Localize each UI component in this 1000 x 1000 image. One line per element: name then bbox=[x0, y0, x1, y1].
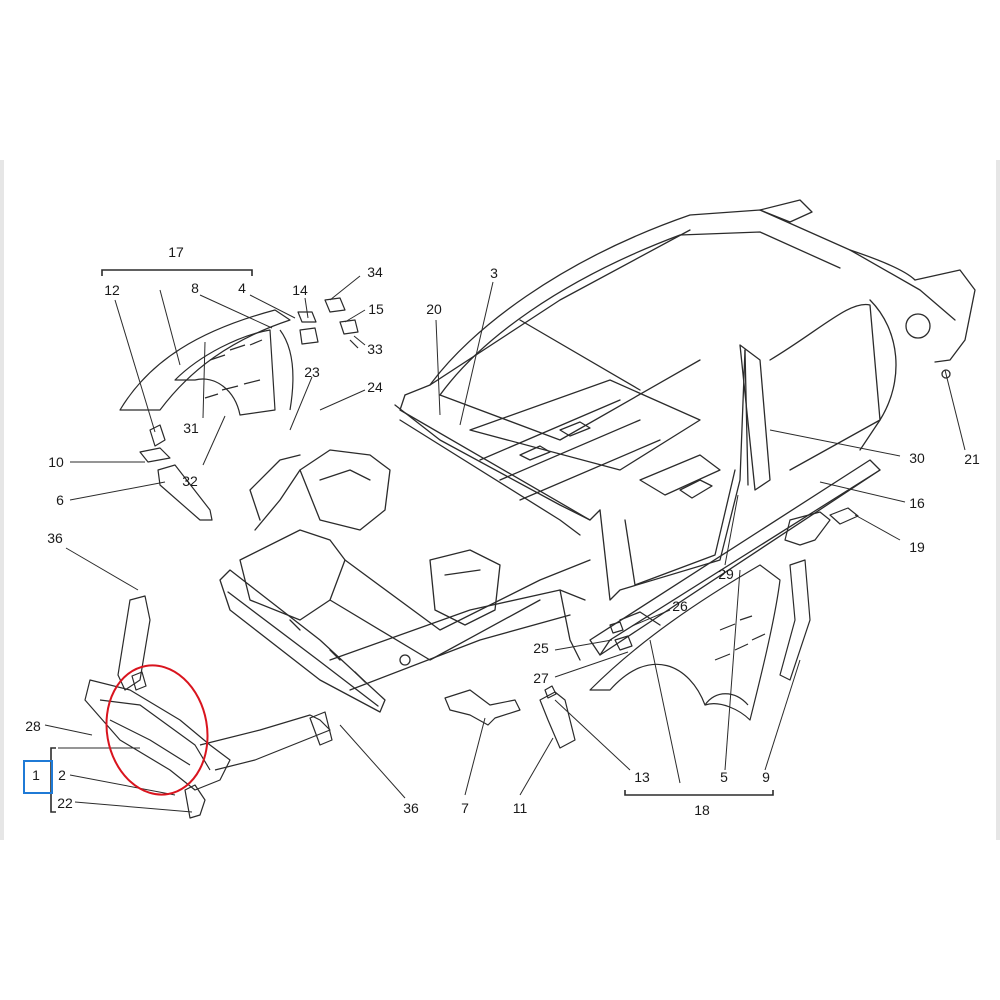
callout-4[interactable]: 4 bbox=[238, 280, 246, 296]
crossmember-assembly bbox=[84, 595, 333, 819]
callout-2[interactable]: 2 bbox=[58, 767, 66, 783]
callout-29[interactable]: 29 bbox=[718, 566, 734, 582]
callout-13[interactable]: 13 bbox=[634, 769, 650, 785]
callout-24[interactable]: 24 bbox=[367, 379, 383, 395]
callout-28[interactable]: 28 bbox=[25, 718, 41, 734]
callout-21[interactable]: 21 bbox=[964, 451, 980, 467]
callout-26[interactable]: 26 bbox=[672, 598, 688, 614]
callout-7[interactable]: 7 bbox=[461, 800, 469, 816]
callout-18[interactable]: 18 bbox=[694, 802, 710, 818]
callout-9[interactable]: 9 bbox=[762, 769, 770, 785]
highlight-ellipse bbox=[105, 664, 209, 796]
callout-19[interactable]: 19 bbox=[909, 539, 925, 555]
callout-1[interactable]: 1 bbox=[32, 767, 40, 783]
callout-36-bottom[interactable]: 36 bbox=[403, 800, 419, 816]
callout-5[interactable]: 5 bbox=[720, 769, 728, 785]
callout-11[interactable]: 11 bbox=[512, 800, 528, 816]
callout-27[interactable]: 27 bbox=[533, 670, 549, 686]
bracket-group-18 bbox=[624, 790, 774, 796]
frame-edge-left bbox=[0, 160, 4, 840]
bumper-beam bbox=[219, 569, 386, 713]
leader-lines bbox=[44, 275, 966, 813]
group-brackets bbox=[50, 269, 774, 813]
callout-30[interactable]: 30 bbox=[909, 450, 925, 466]
callout-8[interactable]: 8 bbox=[191, 280, 199, 296]
callout-3[interactable]: 3 bbox=[490, 265, 498, 281]
fender-right-group bbox=[589, 559, 811, 721]
callout-6[interactable]: 6 bbox=[56, 492, 64, 508]
callout-17[interactable]: 17 bbox=[168, 244, 184, 260]
selected-callout-box bbox=[23, 760, 53, 794]
callout-16[interactable]: 16 bbox=[909, 495, 925, 511]
callout-10[interactable]: 10 bbox=[48, 454, 64, 470]
callout-31[interactable]: 31 bbox=[183, 420, 199, 436]
callout-22[interactable]: 22 bbox=[57, 795, 73, 811]
callout-34[interactable]: 34 bbox=[367, 264, 383, 280]
callout-20[interactable]: 20 bbox=[426, 301, 442, 317]
callout-23[interactable]: 23 bbox=[304, 364, 320, 380]
callout-14[interactable]: 14 bbox=[292, 282, 308, 298]
strut-tower-left bbox=[299, 449, 391, 531]
strut-tower-right bbox=[429, 549, 501, 626]
frame-edge-right bbox=[996, 160, 1000, 840]
callout-33[interactable]: 33 bbox=[367, 341, 383, 357]
callout-25[interactable]: 25 bbox=[533, 640, 549, 656]
callout-32[interactable]: 32 bbox=[182, 473, 198, 489]
callout-12[interactable]: 12 bbox=[104, 282, 120, 298]
small-parts bbox=[444, 507, 859, 749]
roof-outline bbox=[429, 209, 916, 386]
bracket-group-17 bbox=[101, 269, 253, 276]
fender-left-group bbox=[119, 297, 359, 521]
callout-36-top[interactable]: 36 bbox=[47, 530, 63, 546]
callout-15[interactable]: 15 bbox=[368, 301, 384, 317]
